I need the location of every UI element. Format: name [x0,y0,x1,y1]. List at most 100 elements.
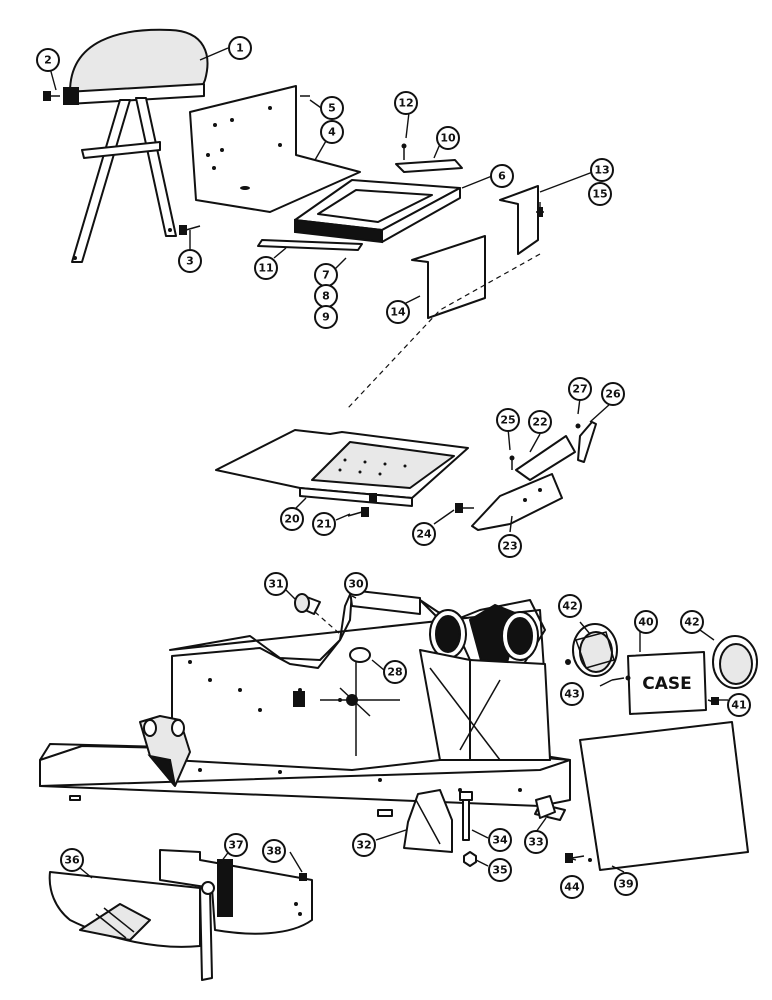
callout-22: 22 [528,410,552,434]
svg-text:21: 21 [316,518,331,531]
callout-6: 6 [490,164,514,188]
fender-right [159,849,313,935]
callout-7: 7 [314,263,338,287]
callout-31: 31 [264,572,288,596]
svg-text:37: 37 [228,839,243,852]
svg-text:1: 1 [236,42,244,55]
callout-14: 14 [386,300,410,324]
seat-frame [294,179,461,244]
callout-26: 26 [601,382,625,406]
svg-text:42: 42 [684,616,699,629]
svg-text:44: 44 [564,881,580,894]
step-bracket-lower [471,473,563,531]
seat-bracket-lower [411,235,486,319]
svg-text:26: 26 [605,388,621,401]
svg-text:32: 32 [356,839,371,852]
callout-42-left: 42 [558,594,582,618]
callout-23: 23 [498,534,522,558]
svg-text:30: 30 [348,578,364,591]
svg-text:4: 4 [328,126,336,139]
svg-text:25: 25 [500,414,515,427]
callout-1: 1 [228,36,252,60]
callout-38: 38 [262,839,286,863]
callout-40: 40 [634,610,658,634]
foot-bracket [535,795,556,819]
svg-text:20: 20 [284,513,300,526]
svg-text:27: 27 [572,383,587,396]
svg-text:42: 42 [562,600,577,613]
svg-text:9: 9 [322,311,330,324]
headlight-left [572,623,618,677]
callout-2: 2 [36,48,60,72]
callout-11: 11 [254,256,278,280]
case-brand-label: CASE [642,674,692,694]
seat-assembly [43,28,209,263]
callout-33: 33 [524,830,548,854]
callout-42-right: 42 [680,610,704,634]
callout-15: 15 [588,182,612,206]
callout-30: 30 [344,572,368,596]
seat-bracket [63,87,79,105]
svg-text:40: 40 [638,616,654,629]
svg-text:22: 22 [532,416,547,429]
svg-text:11: 11 [258,262,273,275]
svg-text:13: 13 [594,164,609,177]
svg-text:35: 35 [492,864,507,877]
svg-text:23: 23 [502,540,517,553]
bolt [462,799,470,841]
seat-bracket-right [499,185,539,255]
callout-32: 32 [352,833,376,857]
svg-text:15: 15 [592,188,607,201]
svg-text:8: 8 [322,290,330,303]
platform-floor [215,429,469,507]
callout-21: 21 [312,512,336,536]
seat-cushion [69,28,209,93]
retainer-clip [577,421,597,463]
callout-39: 39 [614,872,638,896]
nameplate-panel: CASE [627,651,707,715]
svg-text:39: 39 [618,878,633,891]
svg-text:3: 3 [186,255,194,268]
svg-text:33: 33 [528,836,543,849]
callout-13: 13 [590,158,614,182]
svg-text:34: 34 [492,834,508,847]
headlight-right [712,635,758,689]
callout-41: 41 [727,693,751,717]
seat-support-legs [71,99,131,263]
callout-35: 35 [488,858,512,882]
callout-3: 3 [178,249,202,273]
callout-37: 37 [224,833,248,857]
svg-text:10: 10 [440,132,456,145]
callout-9: 9 [314,305,338,329]
callout-5: 5 [320,96,344,120]
control-lever [293,647,400,756]
callout-25: 25 [496,408,520,432]
svg-text:31: 31 [268,578,283,591]
svg-text:28: 28 [387,666,402,679]
svg-text:12: 12 [398,97,413,110]
svg-text:14: 14 [390,306,406,319]
callout-34: 34 [488,828,512,852]
svg-text:2: 2 [44,54,52,67]
svg-text:38: 38 [266,845,281,858]
callout-8: 8 [314,284,338,308]
callout-20: 20 [280,507,304,531]
svg-text:24: 24 [416,528,432,541]
callout-12: 12 [394,91,418,115]
mounting-dashed-line [347,253,541,409]
callout-28: 28 [383,660,407,684]
seat-back-panel [189,85,361,213]
bushing [294,593,321,615]
callout-43: 43 [560,682,584,706]
step-bracket-upper [515,435,576,481]
callout-36: 36 [60,848,84,872]
seat-strip [257,239,363,251]
callout-27: 27 [568,377,592,401]
svg-text:36: 36 [64,854,80,867]
fender-left [48,871,213,981]
callout-10: 10 [436,126,460,150]
callout-24: 24 [412,522,436,546]
seat-plate [395,159,463,173]
side-panel [579,721,749,871]
